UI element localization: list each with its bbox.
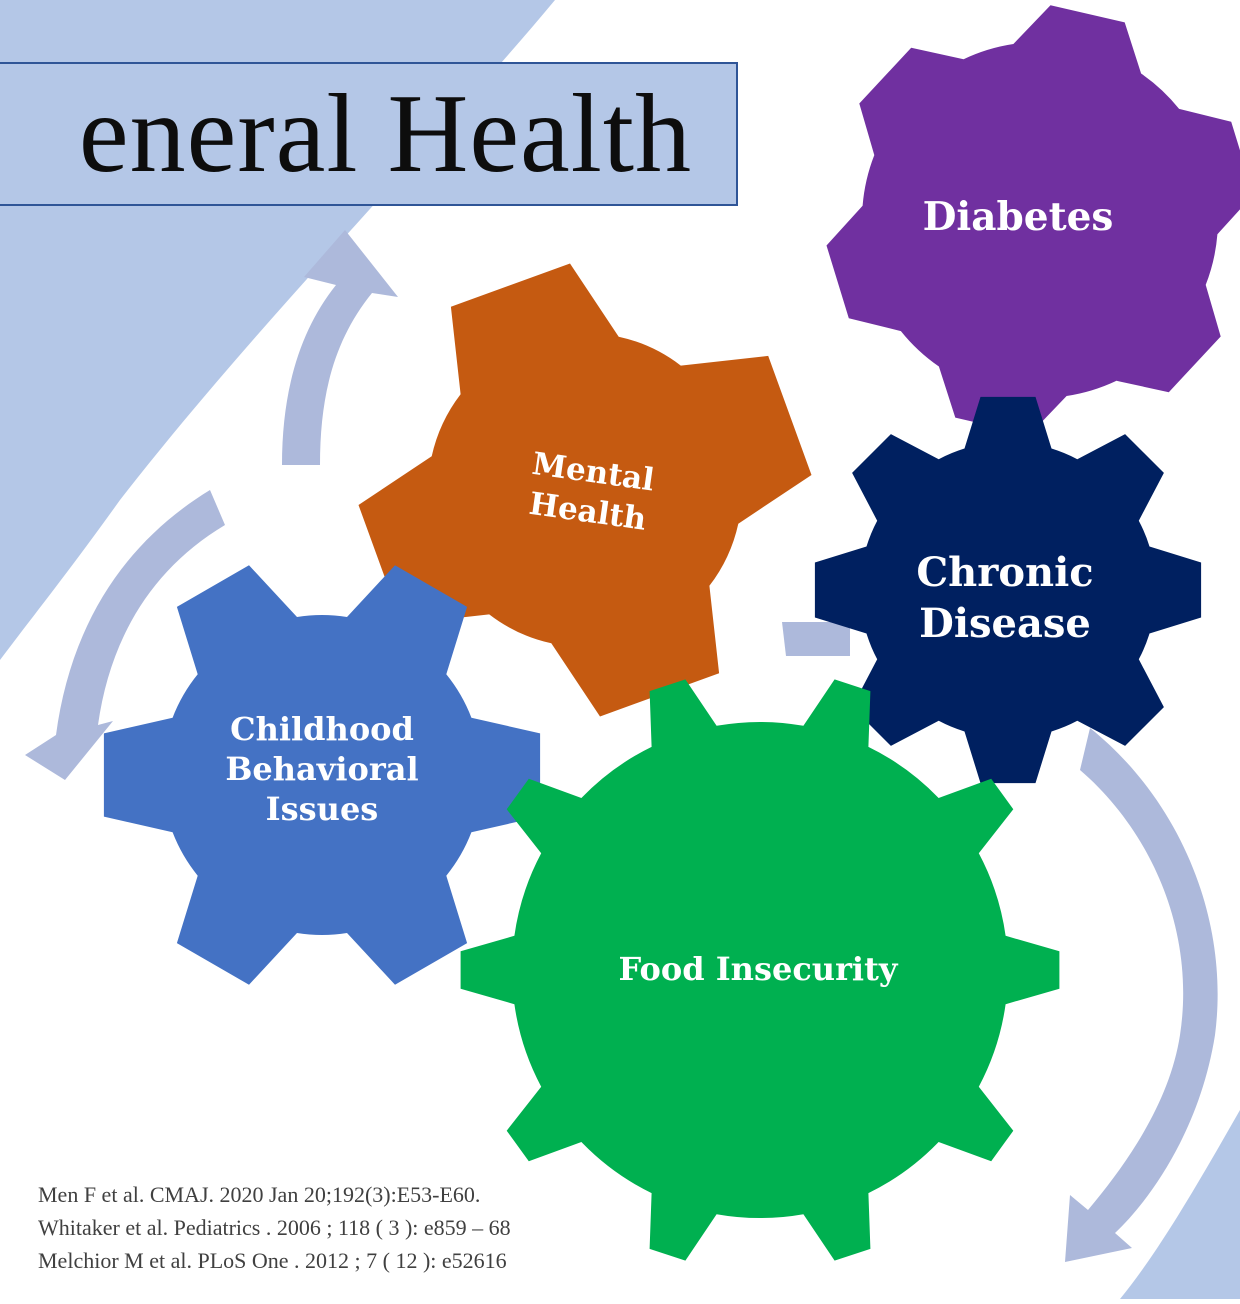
childhood-label-line3: Issues (266, 790, 379, 828)
reference-item: Whitaker et al. Pediatrics . 2006 ; 118 … (38, 1211, 678, 1244)
arrow-down-right (1065, 728, 1218, 1262)
childhood-label-line2: Behavioral (225, 750, 418, 788)
childhood-label-line1: Childhood (230, 710, 414, 748)
title-box: eneral Health (0, 62, 738, 206)
arrow-connector (782, 622, 850, 656)
reference-item: Melchior M et al. PLoS One . 2012 ; 7 ( … (38, 1244, 678, 1277)
page-title: eneral Health (79, 78, 692, 190)
reference-item: Men F et al. CMAJ. 2020 Jan 20;192(3):E5… (38, 1178, 678, 1211)
chronic-disease-label-line1: Chronic (916, 549, 1093, 596)
diabetes-label: Diabetes (923, 194, 1114, 240)
chronic-disease-label-line2: Disease (919, 600, 1091, 647)
food-insecurity-label: Food Insecurity (619, 950, 899, 988)
references: Men F et al. CMAJ. 2020 Jan 20;192(3):E5… (38, 1178, 678, 1299)
